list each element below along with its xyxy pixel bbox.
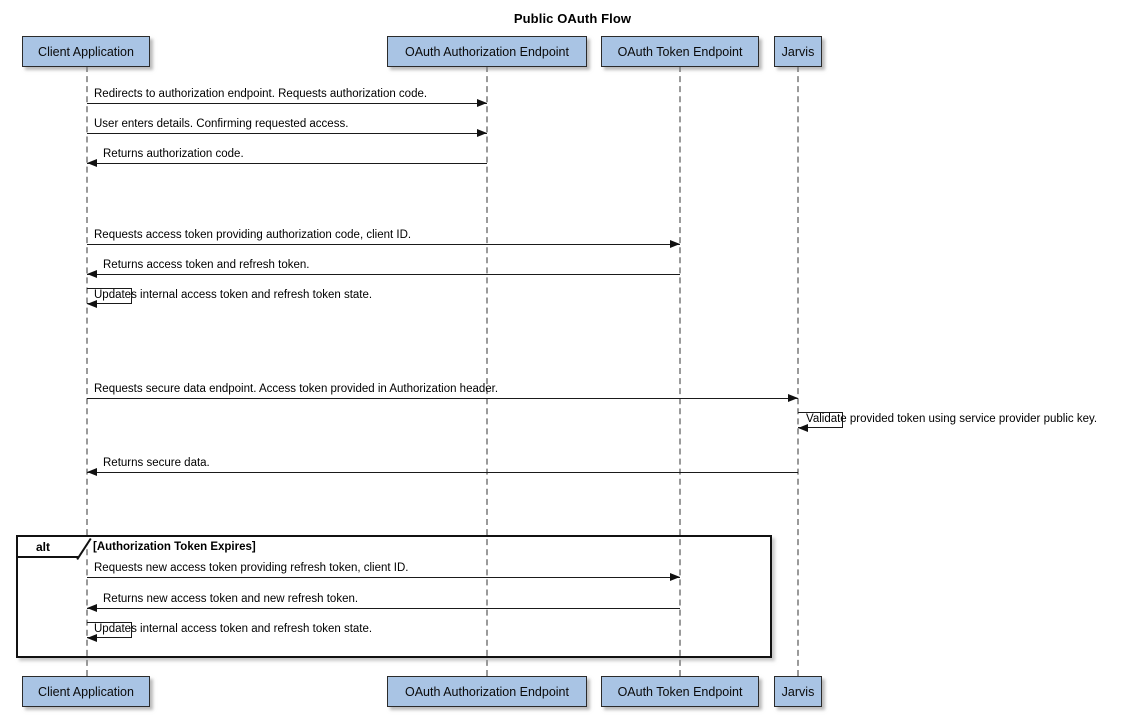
arrowhead-right-icon — [670, 573, 680, 581]
participant-label: OAuth Token Endpoint — [617, 44, 743, 59]
message-label-m2: User enters details. Confirming requeste… — [94, 118, 349, 130]
participant-label: Client Application — [38, 44, 134, 59]
participant-footer-jarvis-footer[interactable]: Jarvis — [774, 676, 822, 707]
message-line-m4 — [87, 244, 680, 245]
message-label-m1: Redirects to authorization endpoint. Req… — [94, 88, 428, 100]
message-line-m1 — [87, 103, 487, 104]
participant-tokenep[interactable]: OAuth Token Endpoint — [601, 36, 759, 67]
arrowhead-left-icon — [87, 468, 97, 476]
fragment-operator-label: alt — [36, 539, 51, 554]
participant-label: OAuth Authorization Endpoint — [404, 44, 569, 59]
participant-jarvis[interactable]: Jarvis — [774, 36, 822, 67]
participant-label: OAuth Token Endpoint — [617, 684, 743, 699]
message-label-m10: Requests new access token providing refr… — [94, 562, 409, 574]
message-label-m5: Returns access token and refresh token. — [103, 259, 310, 271]
message-label-m7: Requests secure data endpoint. Access to… — [94, 383, 499, 395]
participant-label: OAuth Authorization Endpoint — [404, 684, 569, 699]
message-label-m8: Validate provided token using service pr… — [806, 413, 1098, 425]
participant-label: Jarvis — [781, 684, 815, 699]
message-line-m2 — [87, 133, 487, 134]
message-line-m9 — [87, 472, 798, 473]
arrowhead-left-icon — [87, 299, 97, 308]
arrowhead-left-icon — [87, 159, 97, 167]
arrowhead-right-icon — [477, 129, 487, 137]
arrowhead-left-icon — [798, 423, 808, 432]
message-label-m4: Requests access token providing authoriz… — [94, 229, 412, 241]
message-line-m11 — [87, 608, 680, 609]
combined-fragment-alt — [16, 535, 772, 658]
participant-authep[interactable]: OAuth Authorization Endpoint — [387, 36, 587, 67]
arrowhead-right-icon — [477, 99, 487, 107]
arrowhead-right-icon — [788, 394, 798, 402]
self-message-m12 — [87, 622, 132, 638]
message-label-m11: Returns new access token and new refresh… — [103, 593, 359, 605]
lifeline-jarvis — [797, 66, 799, 676]
message-line-m7 — [87, 398, 798, 399]
participant-footer-tokenep-footer[interactable]: OAuth Token Endpoint — [601, 676, 759, 707]
arrowhead-right-icon — [670, 240, 680, 248]
message-label-m6: Updates internal access token and refres… — [94, 289, 373, 301]
lifeline-tokenep — [679, 66, 681, 676]
participant-footer-authep-footer[interactable]: OAuth Authorization Endpoint — [387, 676, 587, 707]
arrowhead-left-icon — [87, 633, 97, 642]
fragment-tab-cut — [78, 537, 92, 558]
message-label-m12: Updates internal access token and refres… — [94, 623, 373, 635]
self-message-m8 — [798, 412, 843, 428]
diagram-title: Public OAuth Flow — [513, 11, 632, 26]
message-label-m3: Returns authorization code. — [103, 148, 244, 160]
participant-client[interactable]: Client Application — [22, 36, 150, 67]
message-label-m9: Returns secure data. — [103, 457, 210, 469]
message-line-m5 — [87, 274, 680, 275]
participant-footer-client-footer[interactable]: Client Application — [22, 676, 150, 707]
self-message-m6 — [87, 288, 132, 304]
lifeline-authep — [486, 66, 488, 676]
participant-label: Client Application — [38, 684, 134, 699]
message-line-m10 — [87, 577, 680, 578]
arrowhead-left-icon — [87, 270, 97, 278]
participant-label: Jarvis — [781, 44, 815, 59]
fragment-condition: [Authorization Token Expires] — [93, 541, 256, 553]
message-line-m3 — [87, 163, 487, 164]
arrowhead-left-icon — [87, 604, 97, 612]
fragment-operator-tab: alt — [18, 537, 78, 558]
lifeline-client — [86, 66, 88, 676]
